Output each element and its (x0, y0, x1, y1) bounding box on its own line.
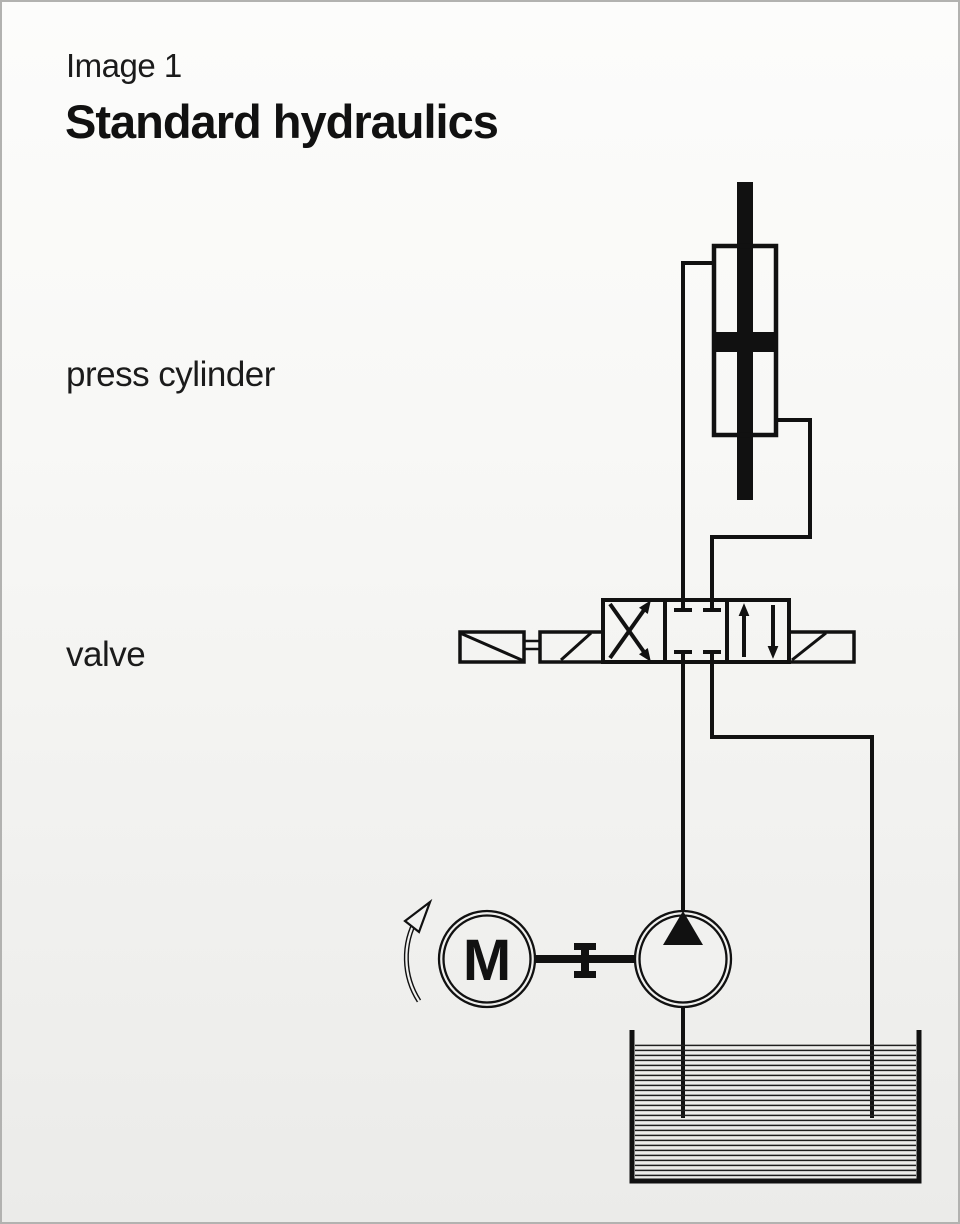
tank-fluid-hatch (635, 1043, 916, 1180)
pump-flow-triangle-icon (663, 911, 703, 945)
tank-symbol (629, 1030, 922, 1184)
solenoid-connector-pin (524, 639, 540, 651)
solenoid-left-outer-icon (458, 630, 526, 664)
solenoid-right-slash (791, 631, 827, 662)
label-press-cylinder: press cylinder (66, 355, 275, 394)
drive-shaft-coupling (535, 943, 635, 978)
solenoid-left-inner-icon (538, 630, 605, 664)
solenoid-left-inner-slash (559, 631, 593, 662)
valve-position-crossed-arrows (608, 600, 651, 662)
pipe-cylinder-to-valve-right (710, 418, 812, 600)
solenoid-right-icon (787, 630, 856, 664)
motor-symbol: M (437, 909, 537, 1009)
pipe-cylinder-to-valve-left (681, 261, 714, 600)
page-title: Standard hydraulics (65, 95, 499, 148)
motor-letter: M (463, 928, 511, 993)
tank-outline (629, 1030, 922, 1184)
label-valve: valve (66, 635, 146, 674)
valve-symbol (458, 598, 856, 664)
valve-position-parallel-arrows (738, 603, 779, 659)
rotation-arrow-icon (403, 898, 433, 1003)
pump-symbol (633, 909, 733, 1009)
coupling-icon (574, 943, 596, 978)
press-cylinder-symbol (711, 182, 779, 500)
valve-position-blocked-center (674, 600, 721, 662)
piston (712, 332, 778, 352)
image-label: Image 1 (66, 47, 182, 84)
solenoid-left-outer-slash (459, 631, 525, 663)
pipe-valve-to-tank (710, 662, 874, 1118)
pipes (681, 261, 874, 1118)
